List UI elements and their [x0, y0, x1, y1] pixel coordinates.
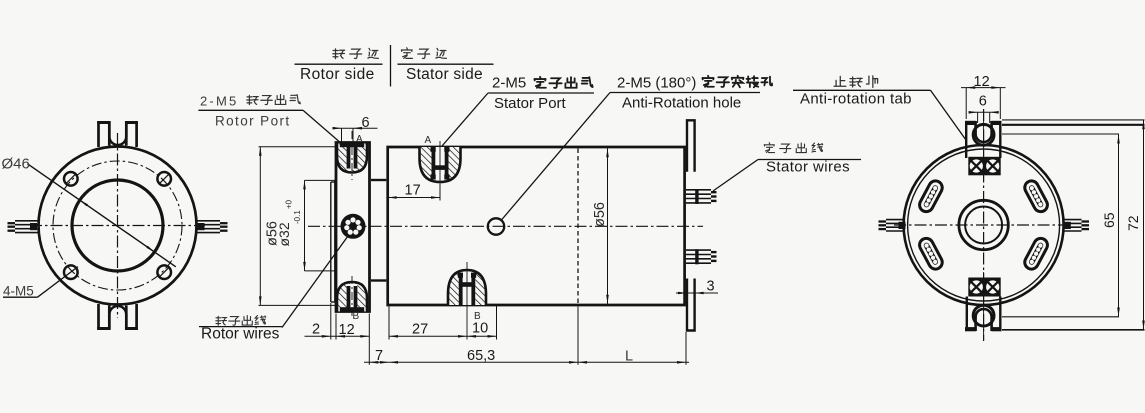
- svg-text:Rotor wires: Rotor wires: [201, 326, 280, 343]
- svg-text:2: 2: [312, 322, 320, 338]
- svg-text:6: 6: [362, 115, 370, 131]
- svg-text:7: 7: [375, 348, 383, 364]
- svg-text:65: 65: [1101, 212, 1117, 228]
- svg-text:L: L: [625, 349, 633, 365]
- svg-text:65,3: 65,3: [467, 348, 495, 364]
- svg-text:A: A: [356, 134, 363, 145]
- svg-text:17: 17: [405, 183, 421, 199]
- svg-text:Rotor Port: Rotor Port: [215, 114, 291, 129]
- svg-text:10: 10: [472, 321, 488, 337]
- svg-text:ø56: ø56: [592, 202, 608, 227]
- svg-text:-0.1: -0.1: [293, 210, 302, 224]
- svg-text:4-M5: 4-M5: [3, 284, 34, 299]
- svg-text:2-M5: 2-M5: [200, 94, 238, 109]
- svg-text:B: B: [474, 311, 481, 322]
- svg-text:3: 3: [707, 279, 715, 295]
- svg-text:Stator Port: Stator Port: [494, 95, 567, 112]
- svg-text:27: 27: [412, 322, 428, 338]
- svg-text:+0: +0: [285, 199, 294, 209]
- svg-text:12: 12: [339, 322, 355, 338]
- svg-text:72: 72: [1125, 215, 1141, 231]
- svg-text:12: 12: [974, 74, 990, 90]
- svg-text:A: A: [425, 135, 432, 146]
- svg-text:Rotor side: Rotor side: [300, 66, 375, 83]
- svg-text:6: 6: [979, 94, 987, 110]
- svg-text:ø56: ø56: [265, 221, 281, 246]
- svg-text:Stator side: Stator side: [406, 66, 483, 83]
- svg-text:Anti-rotation tab: Anti-rotation tab: [800, 91, 912, 108]
- svg-text:Anti-Rotation hole: Anti-Rotation hole: [622, 95, 741, 112]
- svg-text:Stator wires: Stator wires: [766, 159, 850, 176]
- svg-text:2-M5 (180°): 2-M5 (180°): [617, 75, 696, 92]
- svg-text:B: B: [353, 311, 360, 322]
- svg-text:Ø46: Ø46: [2, 156, 30, 173]
- svg-text:2-M5: 2-M5: [492, 75, 526, 92]
- svg-text:ø32: ø32: [276, 222, 292, 246]
